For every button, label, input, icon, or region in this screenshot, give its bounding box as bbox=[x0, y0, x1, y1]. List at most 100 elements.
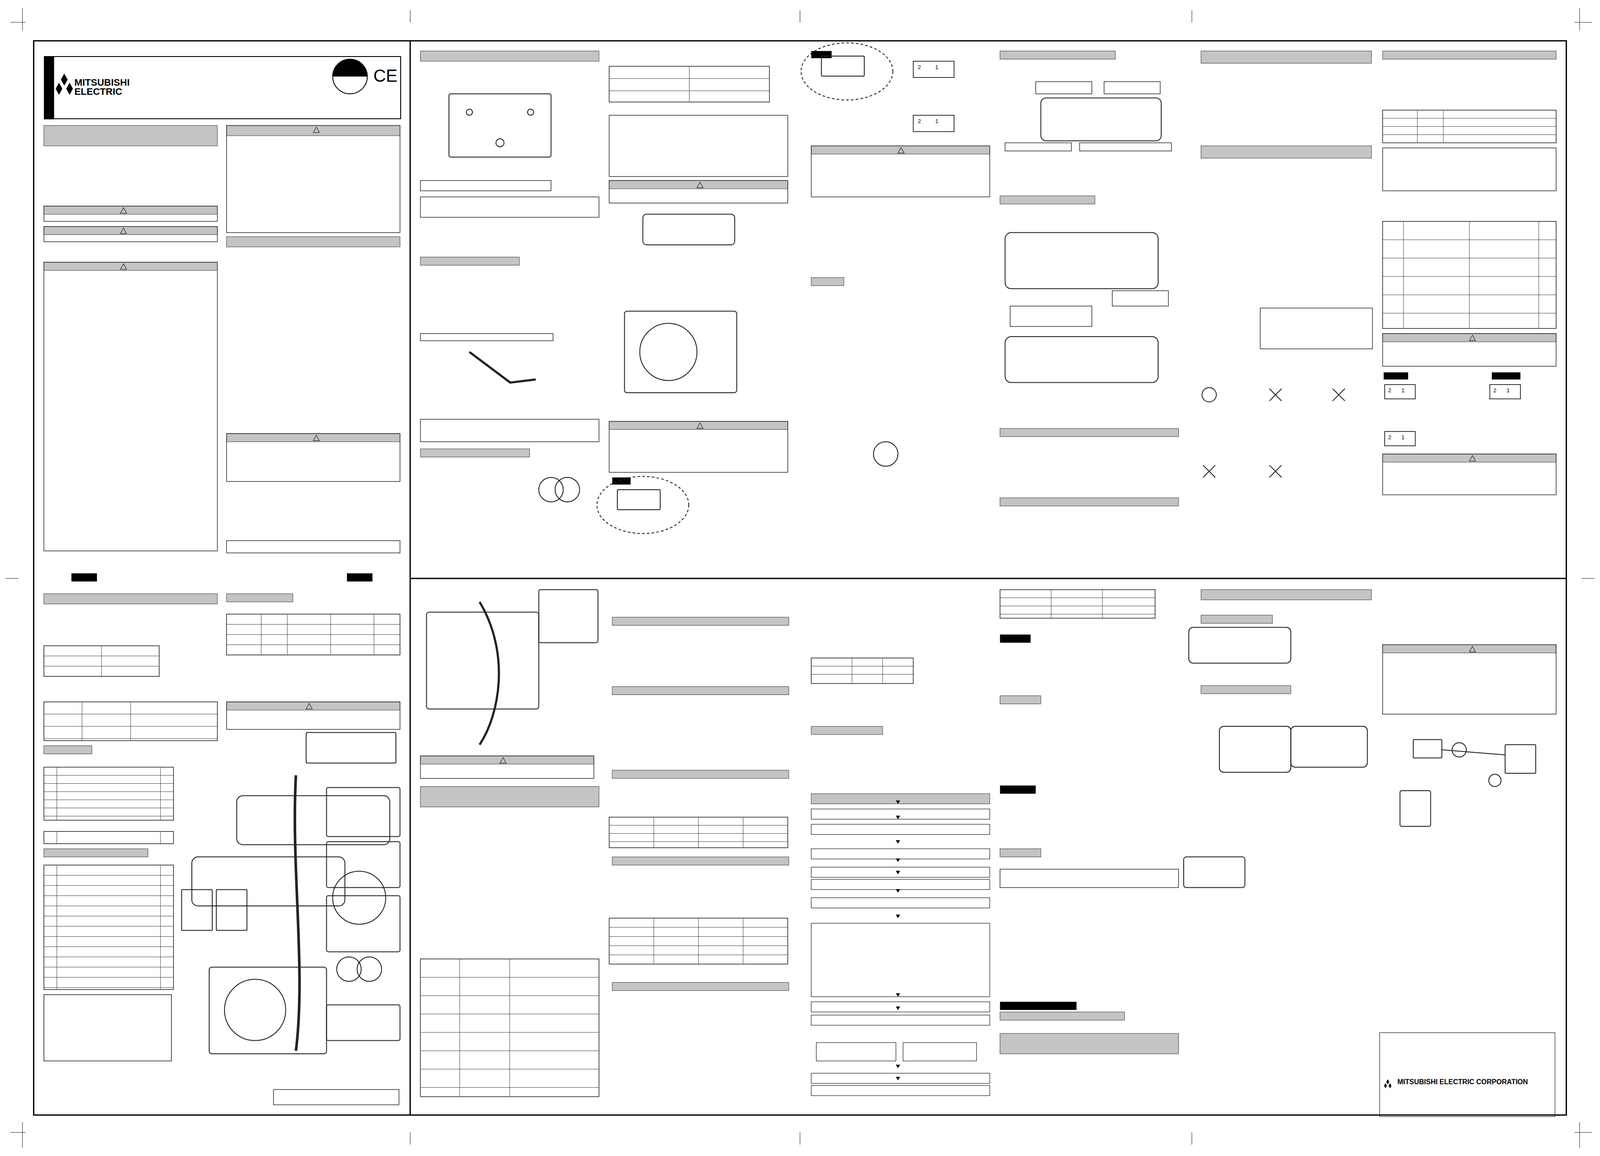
terminal-number: 1 bbox=[934, 118, 939, 124]
pipe-section bbox=[555, 477, 580, 503]
crop-mark bbox=[10, 1132, 26, 1134]
section-heading-bar bbox=[1000, 195, 1095, 205]
three-diamond-logo bbox=[55, 73, 74, 95]
black-tab bbox=[71, 573, 98, 582]
terminal-block bbox=[913, 115, 954, 132]
warning-triangle bbox=[306, 703, 313, 710]
gauge-unit bbox=[1413, 739, 1443, 759]
black-tab bbox=[1383, 372, 1409, 380]
section-heading-bar bbox=[811, 145, 990, 154]
text-box-outline bbox=[226, 125, 401, 233]
indoor-unit bbox=[191, 856, 345, 907]
outdoor-unit bbox=[209, 967, 327, 1055]
ng-mark bbox=[1269, 388, 1282, 402]
procedure-flow bbox=[811, 800, 990, 1096]
fan-grille bbox=[639, 323, 697, 381]
section-heading-bar bbox=[420, 257, 520, 266]
warning-triangle bbox=[313, 435, 320, 441]
panel-divider bbox=[410, 577, 1567, 580]
terminal-number: 1 bbox=[1506, 387, 1510, 394]
section-heading-bar bbox=[1382, 644, 1557, 653]
text-box-outline bbox=[420, 333, 553, 341]
warning-triangle bbox=[696, 422, 703, 429]
warning-triangle bbox=[696, 182, 703, 188]
accessory-box bbox=[326, 841, 401, 888]
ng-mark bbox=[1203, 465, 1216, 478]
table-grid bbox=[43, 831, 174, 844]
text-box-outline bbox=[1382, 644, 1557, 715]
black-tab bbox=[1491, 372, 1521, 380]
text-box-outline bbox=[1079, 142, 1172, 151]
brand-logotype: MITSUBISHI ELECTRIC bbox=[74, 78, 140, 97]
outdoor-unit bbox=[624, 311, 737, 393]
section-heading-bar bbox=[1000, 696, 1042, 705]
table-grid bbox=[1382, 221, 1557, 329]
section-heading-bar bbox=[811, 726, 883, 735]
black-tab bbox=[612, 477, 631, 485]
text-box-outline bbox=[226, 433, 401, 482]
terminal-block bbox=[1384, 431, 1416, 446]
crop-mark bbox=[409, 10, 411, 23]
crop-mark bbox=[1579, 1122, 1580, 1149]
section-heading-bar bbox=[609, 421, 788, 430]
terminal-strip bbox=[617, 489, 661, 510]
terminal-block bbox=[1489, 384, 1521, 399]
indoor-unit bbox=[1188, 627, 1292, 664]
section-heading-bar bbox=[226, 593, 293, 603]
section-heading-bar bbox=[43, 206, 218, 215]
charge-hose bbox=[1441, 749, 1505, 756]
text-box-outline bbox=[1382, 333, 1557, 367]
black-tab bbox=[347, 573, 373, 582]
section-heading-bar bbox=[226, 702, 401, 711]
ce-mark: CE bbox=[373, 66, 398, 85]
section-heading-bar bbox=[1000, 428, 1179, 437]
crop-mark bbox=[10, 22, 26, 24]
section-heading-bar bbox=[1201, 615, 1273, 624]
frame-border bbox=[33, 40, 1567, 1116]
text-box-outline bbox=[609, 115, 788, 177]
text-box-outline bbox=[43, 226, 218, 242]
text-box-outline bbox=[226, 702, 401, 730]
refrigerant-pipe bbox=[294, 775, 300, 1052]
text-box-outline bbox=[226, 540, 401, 553]
section-heading-bar bbox=[612, 617, 789, 626]
company-box: MITSUBISHI ELECTRIC CORPORATION bbox=[1379, 1032, 1555, 1118]
table-grid bbox=[609, 918, 788, 965]
warning-triangle bbox=[120, 207, 127, 214]
text-box-outline bbox=[1004, 142, 1072, 151]
model-circle-fill bbox=[332, 59, 368, 77]
table-grid bbox=[43, 767, 174, 821]
table-grid bbox=[420, 959, 599, 1098]
drain-hose-end bbox=[873, 441, 898, 467]
text-box-outline bbox=[1382, 147, 1557, 191]
terminal-number: 1 bbox=[1401, 387, 1406, 394]
crop-mark bbox=[799, 1132, 801, 1145]
section-heading-bar bbox=[43, 262, 218, 271]
section-heading-bar bbox=[612, 856, 789, 866]
indoor-unit bbox=[1290, 726, 1368, 768]
installation-plate bbox=[448, 93, 552, 158]
text-box-outline bbox=[1010, 306, 1092, 327]
section-heading-bar bbox=[420, 786, 599, 808]
crop-mark bbox=[1581, 578, 1595, 580]
mounting-hole bbox=[466, 109, 473, 116]
text-box-outline bbox=[1000, 869, 1179, 888]
table-grid bbox=[609, 817, 788, 848]
terminal-number: 2 bbox=[1492, 387, 1497, 394]
crop-mark bbox=[1574, 1132, 1592, 1134]
crop-mark bbox=[409, 1132, 411, 1145]
model-circle bbox=[332, 59, 368, 94]
insulation-roll bbox=[332, 871, 386, 925]
indoor-unit bbox=[1004, 336, 1159, 383]
crop-mark bbox=[1574, 22, 1592, 24]
drain-cap bbox=[357, 957, 382, 982]
table-grid bbox=[609, 66, 770, 102]
air-filter bbox=[216, 889, 247, 931]
section-heading-bar bbox=[420, 448, 530, 458]
detail-circle bbox=[596, 476, 689, 534]
terminal-number: 2 bbox=[917, 64, 922, 71]
section-heading-bar bbox=[612, 982, 789, 991]
section-heading-bar bbox=[612, 686, 789, 696]
indoor-unit bbox=[1041, 97, 1162, 141]
indoor-unit bbox=[1004, 232, 1159, 289]
